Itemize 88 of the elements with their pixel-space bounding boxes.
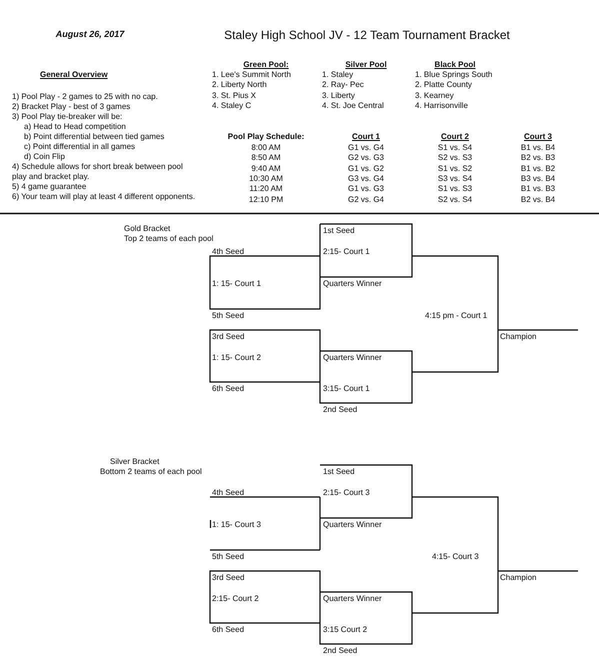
section-heading: General Overview <box>40 70 108 80</box>
page-title: Staley High School JV - 12 Team Tournament Bracket <box>224 28 510 42</box>
champion-label: Champion <box>500 573 536 583</box>
bracket-heading: Silver Bracket <box>110 457 160 467</box>
match-cell: B2 vs. B3 <box>520 153 556 164</box>
game-time-label: 3:15 Court 2 <box>323 625 368 635</box>
match-cell: S2 vs. S3 <box>438 153 472 164</box>
bracket-heading: Bottom 2 teams of each pool <box>100 467 202 477</box>
team-name: 4. Staley C <box>212 100 252 111</box>
table-header: Pool Play Schedule: <box>228 132 304 142</box>
match-cell: G1 vs. G3 <box>348 184 384 194</box>
table-header: Court 3 <box>524 132 552 142</box>
team-name: 1. Lee's Summit North <box>212 70 291 80</box>
team-name: 3. St. Pius X <box>212 90 256 101</box>
time-cell: 11:20 AM <box>249 184 283 194</box>
slot-label: Quarters Winner <box>323 279 382 289</box>
champion-label: Champion <box>500 332 536 342</box>
time-cell: 8:00 AM <box>251 143 281 153</box>
rule-text: 6) Your team will play at least 4 different opponents. <box>12 192 196 202</box>
match-cell: G1 vs. G2 <box>348 164 384 174</box>
match-cell: B1 vs. B4 <box>520 143 556 153</box>
match-cell: S1 vs. S4 <box>438 143 472 153</box>
match-cell: B1 vs. B3 <box>520 184 556 194</box>
pool-heading: Green Pool: <box>243 60 289 70</box>
game-time-label: 2:15- Court 3 <box>323 488 370 498</box>
rule-text: a) Head to Head competition <box>23 122 126 132</box>
rule-text: c) Point differential in all games <box>23 142 136 152</box>
seed-label: 3rd Seed <box>212 332 244 342</box>
match-cell: S3 vs. S4 <box>438 174 472 184</box>
slot-label: Quarters Winner <box>323 594 382 604</box>
match-cell: G2 vs. G4 <box>348 194 384 204</box>
pool-heading: Silver Pool <box>345 60 387 70</box>
slot-label: Quarters Winner <box>323 353 382 363</box>
pool-heading: Black Pool <box>434 60 476 70</box>
seed-label: 2nd Seed <box>323 405 358 415</box>
slot-label: Quarters Winner <box>323 520 382 530</box>
team-name: 2. Platte County <box>415 80 472 90</box>
match-cell: G1 vs. G4 <box>348 143 384 153</box>
time-cell: 8:50 AM <box>251 153 281 164</box>
game-time-label: 1: 15- Court 2 <box>212 353 261 363</box>
table-header: Court 1 <box>352 132 380 142</box>
match-cell: B3 vs. B4 <box>520 174 556 184</box>
match-cell: S1 vs. S3 <box>438 184 472 194</box>
game-time-label: 2:15- Court 2 <box>212 594 259 604</box>
rule-text: 1) Pool Play - 2 games to 25 with no cap. <box>12 92 158 102</box>
seed-label: 1st Seed <box>323 226 355 236</box>
game-time-label: 3:15- Court 1 <box>323 384 370 394</box>
match-cell: S1 vs. S2 <box>438 164 472 174</box>
seed-label: 4th Seed <box>212 247 244 257</box>
bracket-heading: Gold Bracket <box>124 224 170 234</box>
game-time-label: 1: 15- Court 3 <box>212 520 261 530</box>
team-name: 4. St. Joe Central <box>322 100 384 111</box>
match-cell: S2 vs. S4 <box>438 194 472 204</box>
seed-label: 1st Seed <box>323 467 355 477</box>
team-name: 1. Blue Springs South <box>415 70 492 80</box>
time-cell: 10:30 AM <box>249 174 283 184</box>
team-name: 3. Liberty <box>322 90 355 101</box>
rule-text: b) Point differential between tied games <box>23 132 164 142</box>
rule-text: 4) Schedule allows for short break between pool play and bracket play. <box>12 162 184 182</box>
rule-text: 2) Bracket Play - best of 3 games <box>12 102 130 112</box>
seed-label: 5th Seed <box>212 552 244 562</box>
seed-label: 2nd Seed <box>323 646 358 656</box>
game-time-label: 2:15- Court 1 <box>323 247 370 257</box>
time-cell: 9:40 AM <box>251 164 281 174</box>
game-time-label: 4:15- Court 3 <box>432 552 479 562</box>
seed-label: 5th Seed <box>212 311 244 321</box>
date-text: August 26, 2017 <box>56 29 124 39</box>
match-cell: B2 vs. B4 <box>520 194 556 204</box>
team-name: 4. Harrisonville <box>415 100 468 111</box>
table-header: Court 2 <box>441 132 469 142</box>
time-cell: 12:10 PM <box>248 194 284 204</box>
seed-label: 3rd Seed <box>212 573 244 583</box>
rule-text: 5) 4 game guarantee <box>12 182 86 192</box>
rule-text: d) Coin Flip <box>23 152 65 162</box>
team-name: 2. Ray- Pec <box>322 80 364 90</box>
game-time-label: 1: 15- Court 1 <box>212 279 261 289</box>
bracket-heading: Top 2 teams of each pool <box>124 234 214 244</box>
seed-label: 6th Seed <box>212 384 244 394</box>
game-time-label: 4:15 pm - Court 1 <box>425 311 488 321</box>
match-cell: B1 vs. B2 <box>520 164 556 174</box>
rule-text: 3) Pool Play tie-breaker will be: <box>12 112 122 122</box>
seed-label: 6th Seed <box>212 625 244 635</box>
team-name: 2. Liberty North <box>212 80 267 90</box>
team-name: 3. Kearney <box>415 90 454 101</box>
seed-label: 4th Seed <box>212 488 244 498</box>
match-cell: G2 vs. G3 <box>348 153 384 164</box>
match-cell: G3 vs. G4 <box>348 174 384 184</box>
team-name: 1. Staley <box>322 70 354 80</box>
